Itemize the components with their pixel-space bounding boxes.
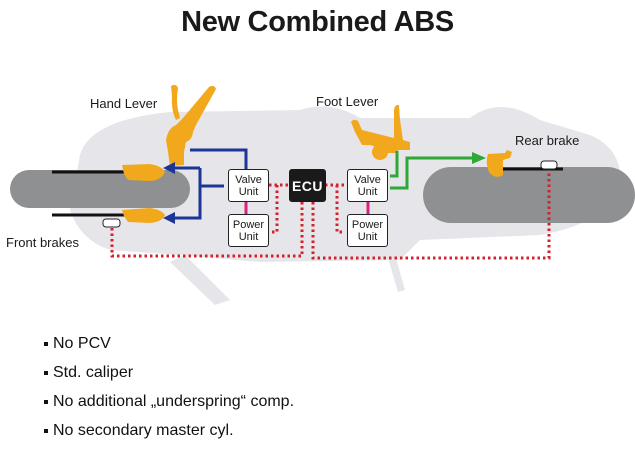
ecu-unit: ECU (289, 169, 326, 202)
front-caliper-upper-icon (122, 164, 165, 181)
hand-lever-label: Hand Lever (90, 96, 158, 111)
feature-item: No PCV (44, 333, 294, 362)
rear-power-unit-line2: Unit (357, 230, 378, 243)
feature-text: No additional „underspring“ comp. (53, 393, 295, 410)
front-hydraulic-lines (175, 148, 248, 220)
diagram-title: New Combined ABS (181, 6, 454, 38)
arrow-to-front-caliper-upper (163, 162, 175, 174)
feature-text: Std. caliper (53, 364, 134, 381)
feature-item: No secondary master cyl. (44, 420, 294, 449)
front-valve-unit-line1: Valve (235, 173, 262, 186)
rear-brake-label: Rear brake (515, 133, 580, 148)
arrow-to-rear-caliper (472, 152, 486, 164)
front-valve-unit-line2: Unit (238, 185, 259, 198)
feature-item: No additional „underspring“ comp. (44, 391, 294, 420)
foot-lever-icon (351, 104, 410, 160)
rear-caliper-icon (486, 150, 512, 177)
feature-item: Std. caliper (44, 362, 294, 391)
feature-text: No PCV (53, 335, 111, 352)
signal-lines (110, 172, 551, 260)
bullet-icon (44, 371, 48, 375)
arrow-to-front-caliper-lower (163, 212, 175, 224)
bullet-icon (44, 400, 48, 404)
feature-text: No secondary master cyl. (53, 422, 234, 439)
front-wheel (10, 170, 190, 208)
feature-list: No PCV Std. caliper No additional „under… (44, 333, 294, 449)
front-caliper-lower-icon (122, 208, 165, 223)
front-power-unit-line2: Unit (238, 230, 259, 243)
hand-lever-icon (166, 84, 216, 166)
rear-valve-unit-line1: Valve (354, 173, 381, 186)
rear-power-unit-line1: Power (351, 218, 384, 231)
rear-wheel-sensor (540, 160, 558, 170)
bullet-icon (44, 342, 48, 346)
foot-lever-label: Foot Lever (316, 94, 379, 109)
bike-silhouette (70, 106, 621, 305)
front-wheel-sensor (102, 218, 121, 228)
front-power-unit-line1: Power (232, 218, 265, 231)
front-brakes-label: Front brakes (6, 235, 79, 250)
rear-valve-unit-line2: Unit (357, 185, 378, 198)
rear-hydraulic-lines (390, 151, 472, 190)
bullet-icon (44, 429, 48, 433)
rear-wheel (423, 167, 635, 223)
